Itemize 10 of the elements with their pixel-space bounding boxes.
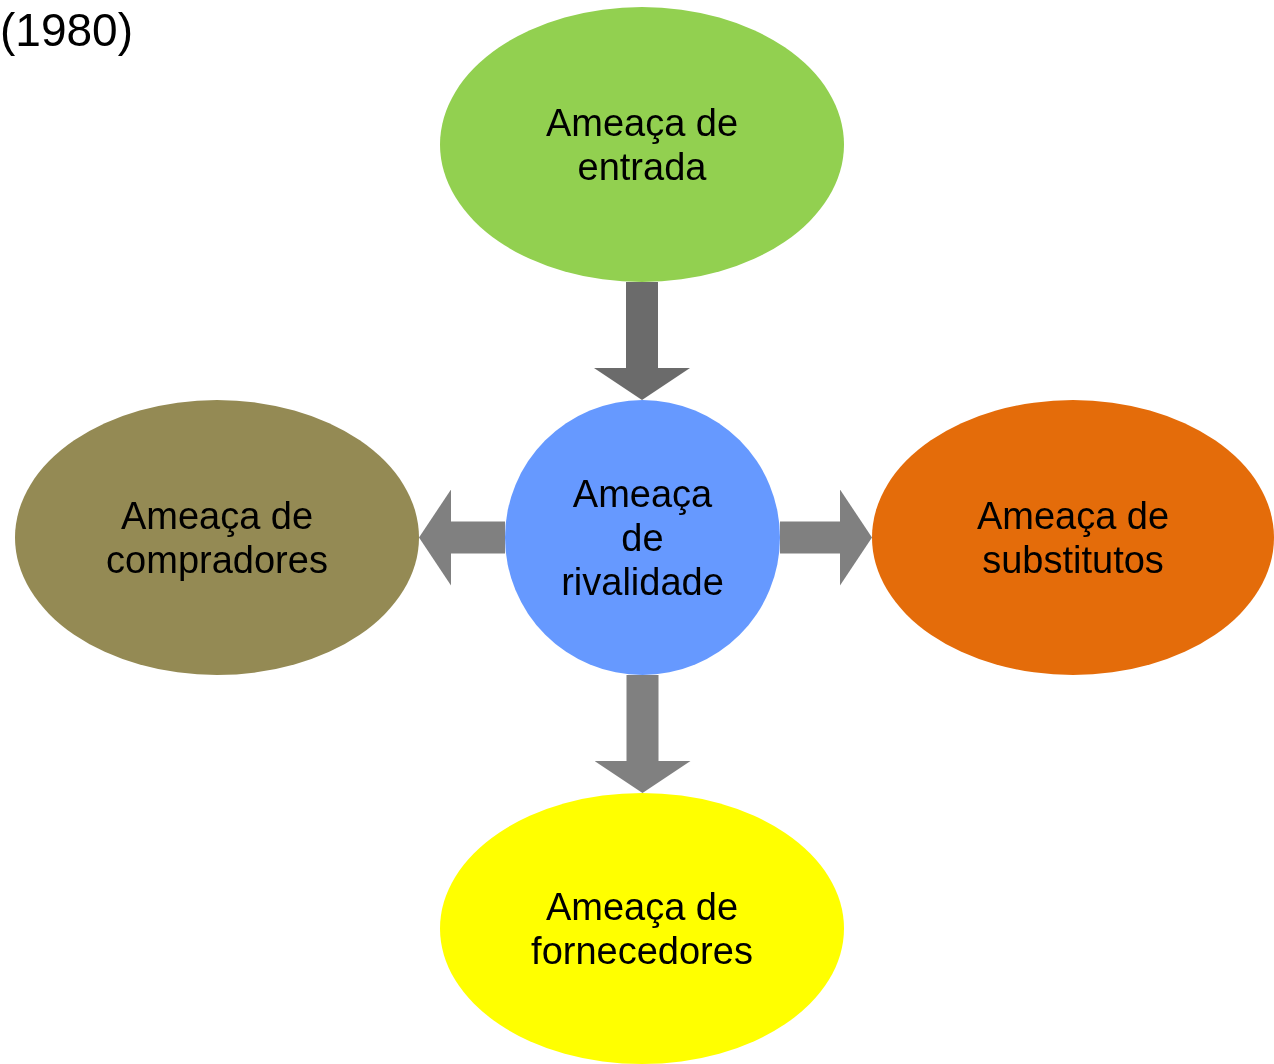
node-label: Ameaça de entrada	[544, 100, 740, 189]
node-label: Ameaça de fornecedores	[530, 884, 754, 973]
node-label: Ameaça de rivalidade	[560, 471, 725, 604]
block-arrow	[594, 282, 690, 400]
node-label: Ameaça de substitutos	[975, 493, 1171, 582]
block-arrow	[780, 489, 872, 586]
block-arrow	[594, 675, 691, 793]
block-arrow	[419, 489, 505, 586]
year-label: (1980)	[0, 3, 133, 58]
node-label: Ameaça de compradores	[105, 493, 329, 582]
